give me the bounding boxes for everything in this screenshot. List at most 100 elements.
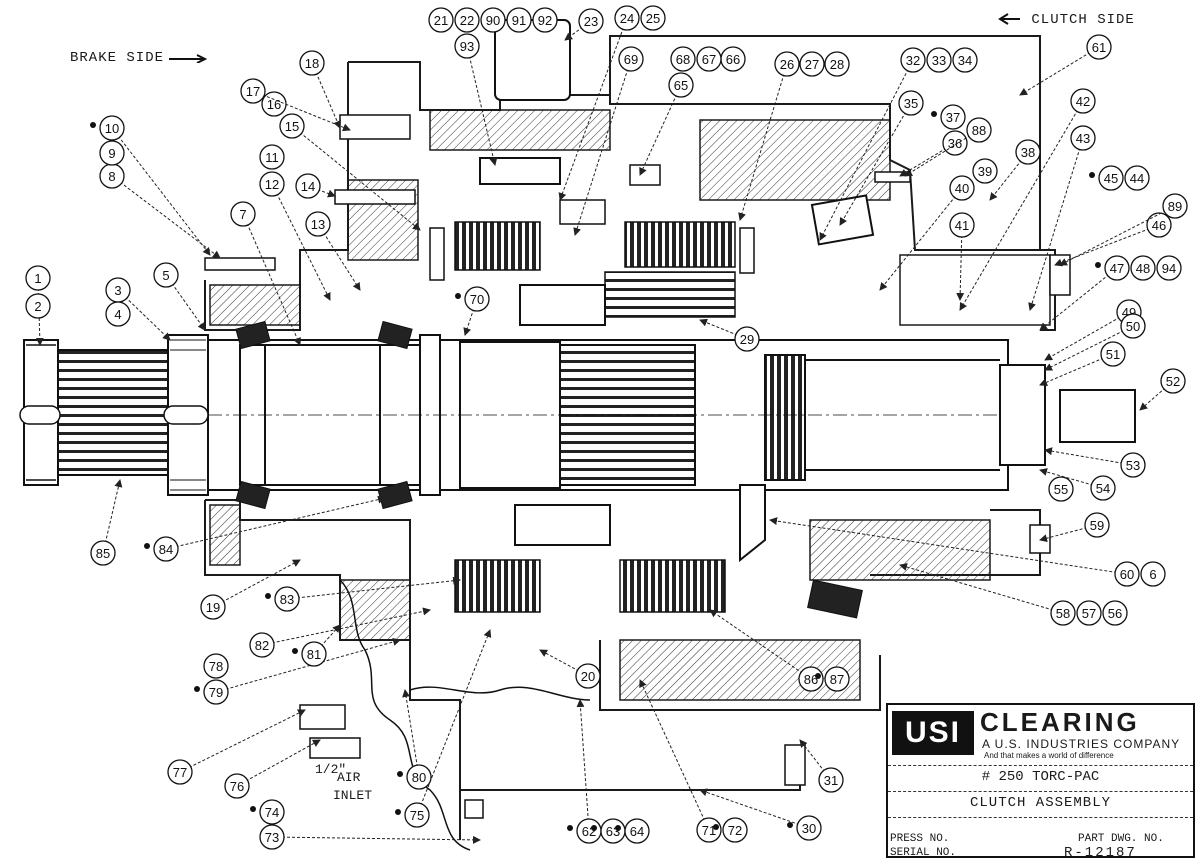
callout-51: 51 <box>1039 341 1126 386</box>
callout-number: 58 <box>1056 606 1070 621</box>
callout-number: 12 <box>265 177 279 192</box>
callout-balloon <box>99 140 125 166</box>
callout-number: 87 <box>830 672 844 687</box>
lubrication-dot-icon <box>265 593 271 599</box>
lubrication-dot-icon <box>615 825 621 831</box>
leader-line <box>709 609 812 680</box>
callout-number: 89 <box>1168 199 1182 214</box>
callout-number: 47 <box>1110 261 1124 276</box>
callout-87: 87 <box>815 666 850 692</box>
bearings <box>235 194 875 619</box>
callout-balloon <box>153 262 179 288</box>
callout-balloon <box>1130 255 1156 281</box>
callout-41: 41 <box>949 212 975 301</box>
callout-number: 50 <box>1126 319 1140 334</box>
callout-number: 44 <box>1130 171 1144 186</box>
lubrication-dot-icon <box>455 293 461 299</box>
leader-line <box>899 563 1064 614</box>
callout-balloon <box>940 104 966 130</box>
callout-balloon <box>818 767 844 793</box>
callout-number: 84 <box>159 542 173 557</box>
callout-number: 73 <box>265 830 279 845</box>
company-name: A U.S. INDUSTRIES COMPANY <box>982 737 1181 751</box>
leader-line <box>261 607 431 646</box>
callout-number: 23 <box>584 14 598 29</box>
callout-22: 22 <box>454 7 480 33</box>
callout-number: 60 <box>1120 567 1134 582</box>
callout-balloon <box>454 7 480 33</box>
leader-line <box>539 649 589 677</box>
callout-balloon <box>464 286 490 312</box>
callout-26: 26 <box>738 51 800 221</box>
leader-line <box>904 129 980 177</box>
callout-71: 71 <box>639 679 722 843</box>
callout-78: 78 <box>203 653 229 679</box>
callout-70: 70 <box>455 286 490 336</box>
callout-balloon <box>259 799 285 825</box>
callout-number: 59 <box>1090 518 1104 533</box>
lubrication-dot-icon <box>250 806 256 812</box>
callout-number: 11 <box>265 150 279 165</box>
callout-balloon <box>295 173 321 199</box>
callout-balloon <box>1102 600 1128 626</box>
callout-number: 36 <box>948 136 962 151</box>
leader-line <box>466 45 498 166</box>
air-inlet-label: 1/2" AIR INLET <box>315 762 372 803</box>
callout-balloon <box>926 47 952 73</box>
callout-number: 19 <box>206 600 220 615</box>
divider <box>888 817 1193 818</box>
callout-number: 9 <box>108 146 115 161</box>
callout-balloon <box>1050 600 1076 626</box>
callout-76: 76 <box>224 739 321 799</box>
callout-63: 63 <box>591 818 626 844</box>
callout-48: 48 <box>1130 255 1156 281</box>
friction-disc-packs <box>454 221 736 613</box>
leader-line <box>699 788 810 829</box>
callout-number: 38 <box>1021 145 1035 160</box>
callout-84: 84 <box>144 495 386 562</box>
callout-balloon <box>618 46 644 72</box>
lubrication-dot-icon <box>1095 262 1101 268</box>
callout-balloon <box>796 815 822 841</box>
callout-73: 73 <box>259 824 481 850</box>
callout-number: 20 <box>581 669 595 684</box>
title-block: USI CLEARING A U.S. INDUSTRIES COMPANY A… <box>886 703 1195 861</box>
callout-52: 52 <box>1139 368 1186 411</box>
callout-balloon <box>798 666 824 692</box>
callout-balloon <box>1146 212 1172 238</box>
callout-balloon <box>506 7 532 33</box>
callout-3: 3 <box>105 277 171 341</box>
shaft-keys <box>19 405 209 425</box>
leader-line <box>165 495 386 550</box>
callout-8: 8 <box>99 163 221 259</box>
callout-number: 8 <box>108 169 115 184</box>
callout-5: 5 <box>153 262 206 331</box>
callout-number: 22 <box>460 13 474 28</box>
callout-74: 74 <box>250 799 285 825</box>
callout-balloon <box>575 663 601 689</box>
callout-balloon <box>279 113 305 139</box>
air-inlet-line1: AIR <box>337 770 361 785</box>
callout-balloon <box>1104 255 1130 281</box>
callout-balloon <box>230 201 256 227</box>
callout-balloon <box>670 46 696 72</box>
callout-balloon <box>480 7 506 33</box>
callout-balloon <box>99 115 125 141</box>
callout-number: 64 <box>630 824 644 839</box>
callout-balloon <box>774 51 800 77</box>
callout-balloon <box>299 50 325 76</box>
leader-line <box>639 679 710 831</box>
callout-number: 65 <box>674 78 688 93</box>
callout-balloon <box>668 72 694 98</box>
callout-number: 57 <box>1082 606 1096 621</box>
part-dwg-number: R-12187 <box>1064 845 1137 861</box>
leader-line <box>573 58 632 236</box>
lubrication-dot-icon <box>787 822 793 828</box>
callout-94: 94 <box>1156 255 1182 281</box>
callout-number: 91 <box>512 13 526 28</box>
callout-number: 85 <box>96 546 110 561</box>
callout-30: 30 <box>699 788 822 841</box>
callout-72: 72 <box>713 817 748 843</box>
callout-number: 7 <box>239 207 246 222</box>
callout-number: 24 <box>620 11 634 26</box>
